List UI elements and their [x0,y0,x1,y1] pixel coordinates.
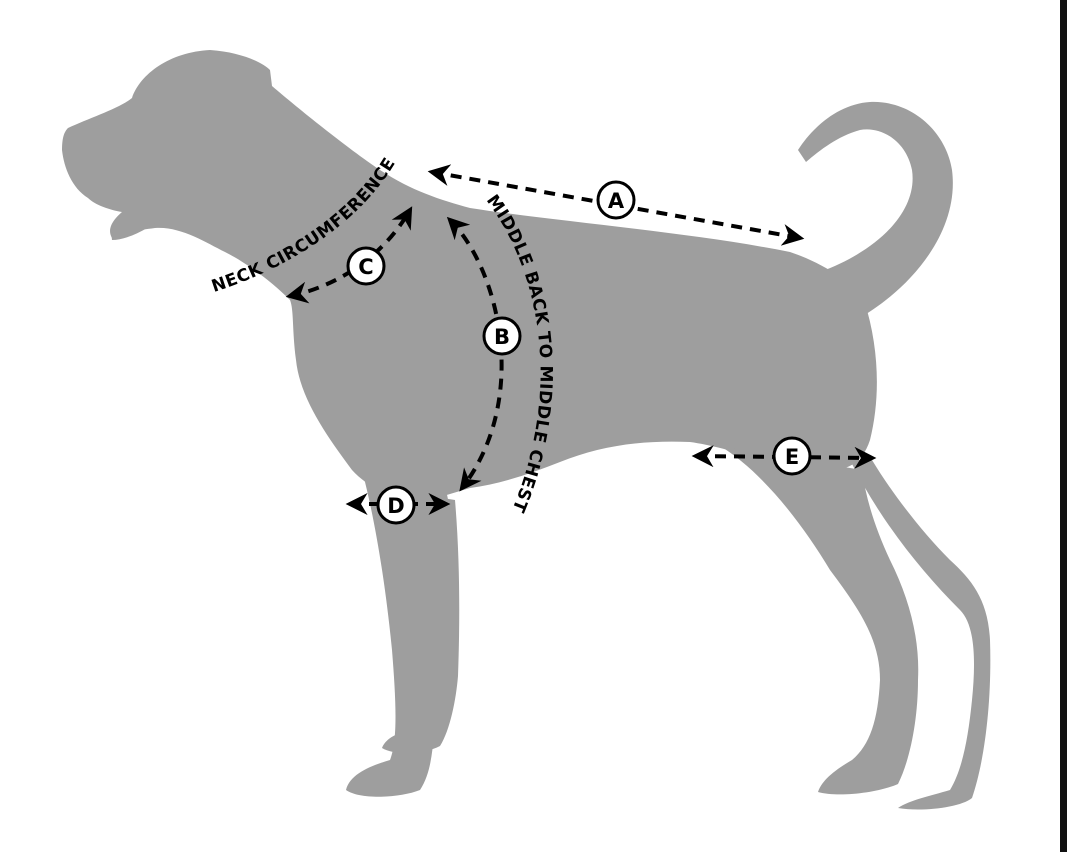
marker-c-circle [346,246,386,286]
dog-front-leg-far [382,492,460,754]
marker-e-circle [772,436,812,476]
measurement-a: A [427,164,805,246]
measurement-b-line [446,216,504,492]
marker-a-label: A [608,189,625,213]
dog-rear-leg-near [720,446,919,795]
marker-c-label: C [358,255,373,279]
dog-tail [798,101,953,320]
measurement-e-line [691,445,877,469]
dog-tongue [111,196,168,240]
measurement-e: E [691,436,877,476]
marker-b-label: B [494,325,510,349]
dog-body [62,50,877,501]
marker-a-circle [596,180,636,220]
marker-e-label: E [785,445,799,469]
marker-d-label: D [387,494,404,518]
dog-rear-leg-far [850,460,991,810]
frame-right-edge [1060,0,1067,852]
dog-silhouette [62,50,991,810]
marker-d-circle [376,485,416,525]
measurement-a-line [427,164,805,246]
measurement-d: D [345,485,451,525]
marker-b-circle [482,316,522,356]
